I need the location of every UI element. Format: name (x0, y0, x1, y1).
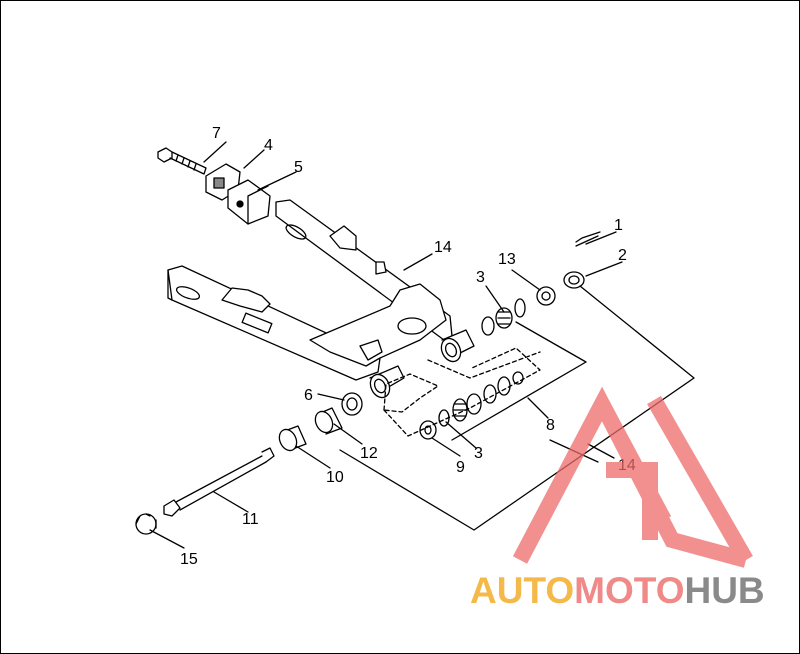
callout-13: 13 (498, 251, 516, 268)
watermark-text: AUTOMOTOHUB (470, 570, 765, 612)
callout-4: 4 (264, 137, 273, 154)
callout-2: 2 (618, 247, 627, 264)
callout-labels: 7 4 5 14 1 2 13 3 6 12 10 11 15 9 3 8 14 (180, 125, 636, 568)
callout-14-upper: 14 (434, 239, 452, 256)
bushing-part-12 (314, 407, 343, 435)
watermark-logo (512, 386, 753, 568)
washer-part-13 (536, 286, 556, 306)
callout-3-lower: 3 (474, 445, 483, 462)
callout-3-upper: 3 (476, 269, 485, 286)
watermark-hub: HUB (684, 570, 765, 611)
callout-7: 7 (212, 125, 221, 142)
nut-part-2 (563, 271, 585, 289)
callout-8: 8 (546, 417, 555, 434)
cap-part-15 (135, 513, 157, 535)
callout-1: 1 (614, 217, 623, 234)
callout-15: 15 (180, 551, 198, 568)
callout-5: 5 (294, 159, 303, 176)
kit-dashed-outlines (383, 347, 541, 437)
watermark-auto: AUTO (470, 570, 575, 611)
callout-12: 12 (360, 445, 378, 462)
callout-9: 9 (456, 459, 465, 476)
swingarm (167, 199, 475, 399)
axle-part-11 (163, 447, 275, 517)
block-part-5 (227, 179, 271, 225)
cotter-pin-part-1 (575, 231, 601, 247)
callout-6: 6 (304, 387, 313, 404)
bearing-stack-upper (481, 298, 526, 336)
callout-10: 10 (326, 469, 344, 486)
bolt-part-7 (157, 147, 207, 175)
callout-11: 11 (242, 511, 259, 528)
watermark-moto: MOTO (574, 570, 685, 611)
washer-part-6 (341, 392, 363, 416)
bearing-stack-lower (419, 371, 524, 440)
